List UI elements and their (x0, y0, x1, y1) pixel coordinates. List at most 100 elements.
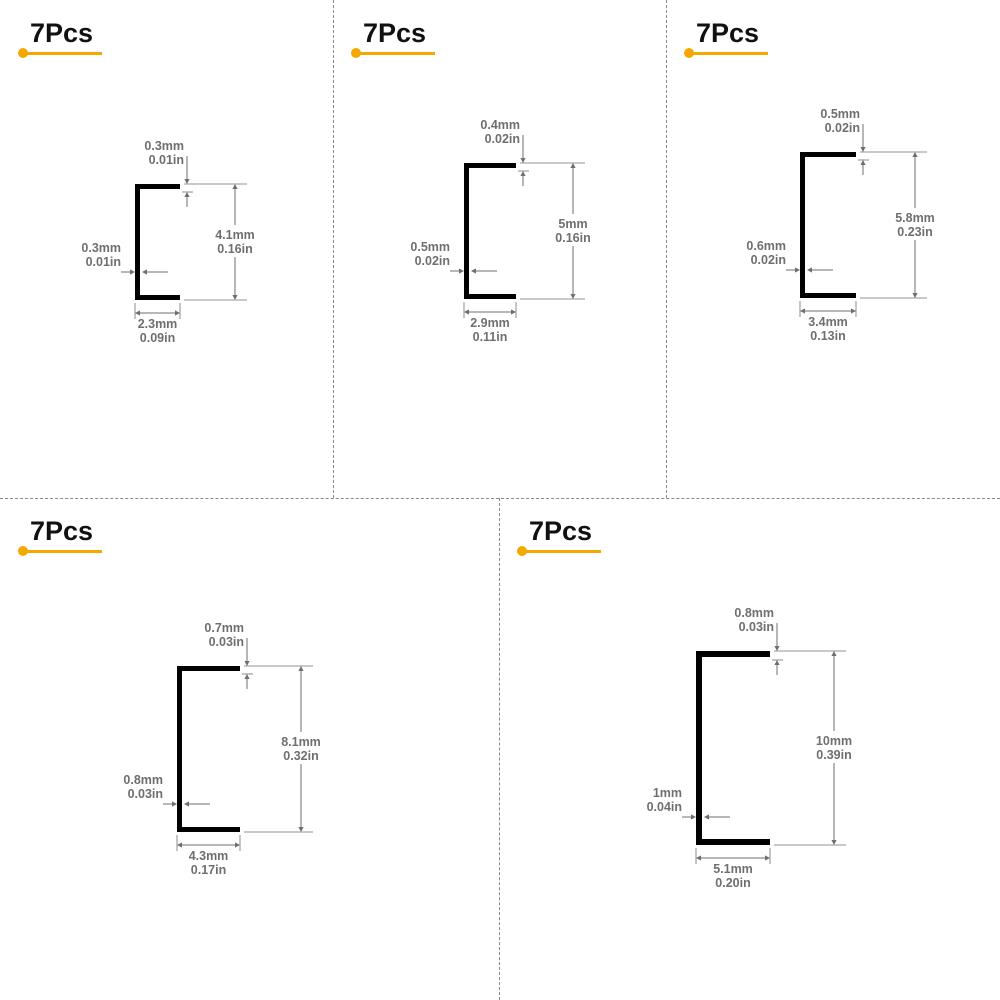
thickness-top-arrow-up-icon (184, 192, 190, 197)
thickness-side-arrow-left-icon (142, 269, 147, 275)
quantity-label: 7Pcs (30, 516, 94, 546)
height-arrow-up-icon (232, 184, 238, 189)
thickness-top-arrow-up-icon (520, 171, 526, 176)
thickness-side-in-label: 0.04in (647, 800, 682, 814)
width-in-label: 0.09in (140, 331, 175, 345)
quantity-label: 7Pcs (30, 18, 94, 48)
thickness-top-in-label: 0.01in (149, 153, 184, 167)
thickness-side-in-label: 0.02in (751, 253, 786, 267)
thickness-side-mm-label: 0.8mm (123, 773, 163, 787)
width-arrow-left-icon (464, 309, 469, 315)
staple-shape (135, 184, 180, 300)
thickness-top-arrow-down-icon (520, 158, 526, 163)
height-arrow-up-icon (831, 651, 837, 656)
staple-diagram: 5mm0.16in0.4mm0.02in0.5mm0.02in2.9mm0.11… (410, 118, 599, 344)
height-in-label: 0.23in (897, 225, 932, 239)
staple-diagram: 5.8mm0.23in0.5mm0.02in0.6mm0.02in3.4mm0.… (746, 107, 941, 343)
height-label-backdrop (275, 732, 327, 764)
width-mm-label: 5.1mm (713, 862, 753, 876)
quantity-label: 7Pcs (363, 18, 427, 48)
height-arrow-down-icon (298, 827, 304, 832)
thickness-top-arrow-down-icon (860, 147, 866, 152)
thickness-side-arrow-right-icon (130, 269, 135, 275)
height-mm-label: 10mm (816, 734, 852, 748)
badge-underline (521, 550, 601, 553)
width-in-label: 0.13in (810, 329, 845, 343)
badge-underline (355, 52, 435, 55)
height-arrow-up-icon (570, 163, 576, 168)
width-mm-label: 4.3mm (189, 849, 229, 863)
height-arrow-down-icon (831, 840, 837, 845)
badge-underline (22, 550, 102, 553)
thickness-top-mm-label: 0.4mm (480, 118, 520, 132)
width-arrow-right-icon (765, 855, 770, 861)
thickness-top-mm-label: 0.8mm (734, 606, 774, 620)
staple-shape (800, 152, 856, 298)
thickness-top-arrow-down-icon (774, 646, 780, 651)
thickness-side-mm-label: 1mm (653, 786, 682, 800)
height-arrow-up-icon (298, 666, 304, 671)
height-label-backdrop (547, 214, 599, 246)
thickness-top-arrow-up-icon (244, 674, 250, 679)
width-arrow-right-icon (511, 309, 516, 315)
thickness-top-arrow-up-icon (860, 160, 866, 165)
thickness-top-in-label: 0.02in (825, 121, 860, 135)
badge-underline (688, 52, 768, 55)
height-arrow-down-icon (232, 295, 238, 300)
thickness-side-arrow-left-icon (807, 267, 812, 273)
width-mm-label: 3.4mm (808, 315, 848, 329)
thickness-side-mm-label: 0.5mm (410, 240, 450, 254)
height-in-label: 0.32in (283, 749, 318, 763)
divider-vertical-1 (333, 0, 334, 498)
thickness-side-arrow-left-icon (471, 268, 476, 274)
thickness-side-in-label: 0.01in (86, 255, 121, 269)
thickness-side-arrow-left-icon (184, 801, 189, 807)
height-label-backdrop (889, 208, 941, 240)
height-label-backdrop (209, 225, 261, 257)
height-arrow-down-icon (912, 293, 918, 298)
thickness-side-arrow-right-icon (459, 268, 464, 274)
height-in-label: 0.39in (816, 748, 851, 762)
height-mm-label: 5.8mm (895, 211, 935, 225)
thickness-top-arrow-down-icon (184, 179, 190, 184)
thickness-side-arrow-right-icon (691, 814, 696, 820)
thickness-side-in-label: 0.02in (415, 254, 450, 268)
width-arrow-left-icon (800, 308, 805, 314)
width-arrow-left-icon (135, 310, 140, 316)
divider-vertical-2 (666, 0, 667, 498)
height-mm-label: 5mm (558, 217, 587, 231)
height-mm-label: 4.1mm (215, 228, 255, 242)
quantity-label: 7Pcs (529, 516, 593, 546)
thickness-side-in-label: 0.03in (128, 787, 163, 801)
thickness-side-mm-label: 0.6mm (746, 239, 786, 253)
badge-underline (22, 52, 102, 55)
width-in-label: 0.11in (473, 330, 508, 344)
staple-shape (177, 666, 240, 832)
height-label-backdrop (808, 731, 860, 763)
thickness-side-arrow-left-icon (704, 814, 709, 820)
height-arrow-up-icon (912, 152, 918, 157)
thickness-top-mm-label: 0.7mm (204, 621, 244, 635)
width-arrow-right-icon (235, 842, 240, 848)
height-arrow-down-icon (570, 294, 576, 299)
height-in-label: 0.16in (555, 231, 590, 245)
thickness-top-in-label: 0.03in (739, 620, 774, 634)
divider-horizontal (0, 498, 1000, 499)
width-mm-label: 2.9mm (470, 316, 510, 330)
thickness-top-in-label: 0.02in (485, 132, 520, 146)
width-in-label: 0.17in (191, 863, 226, 877)
thickness-top-mm-label: 0.5mm (820, 107, 860, 121)
width-in-label: 0.20in (715, 876, 750, 890)
height-in-label: 0.16in (217, 242, 252, 256)
thickness-side-mm-label: 0.3mm (81, 241, 121, 255)
staple-shape (464, 163, 516, 299)
width-mm-label: 2.3mm (138, 317, 178, 331)
width-arrow-right-icon (175, 310, 180, 316)
staple-diagram: 8.1mm0.32in0.7mm0.03in0.8mm0.03in4.3mm0.… (123, 621, 327, 877)
staple-diagram: 4.1mm0.16in0.3mm0.01in0.3mm0.01in2.3mm0.… (81, 139, 261, 345)
thickness-top-in-label: 0.03in (209, 635, 244, 649)
